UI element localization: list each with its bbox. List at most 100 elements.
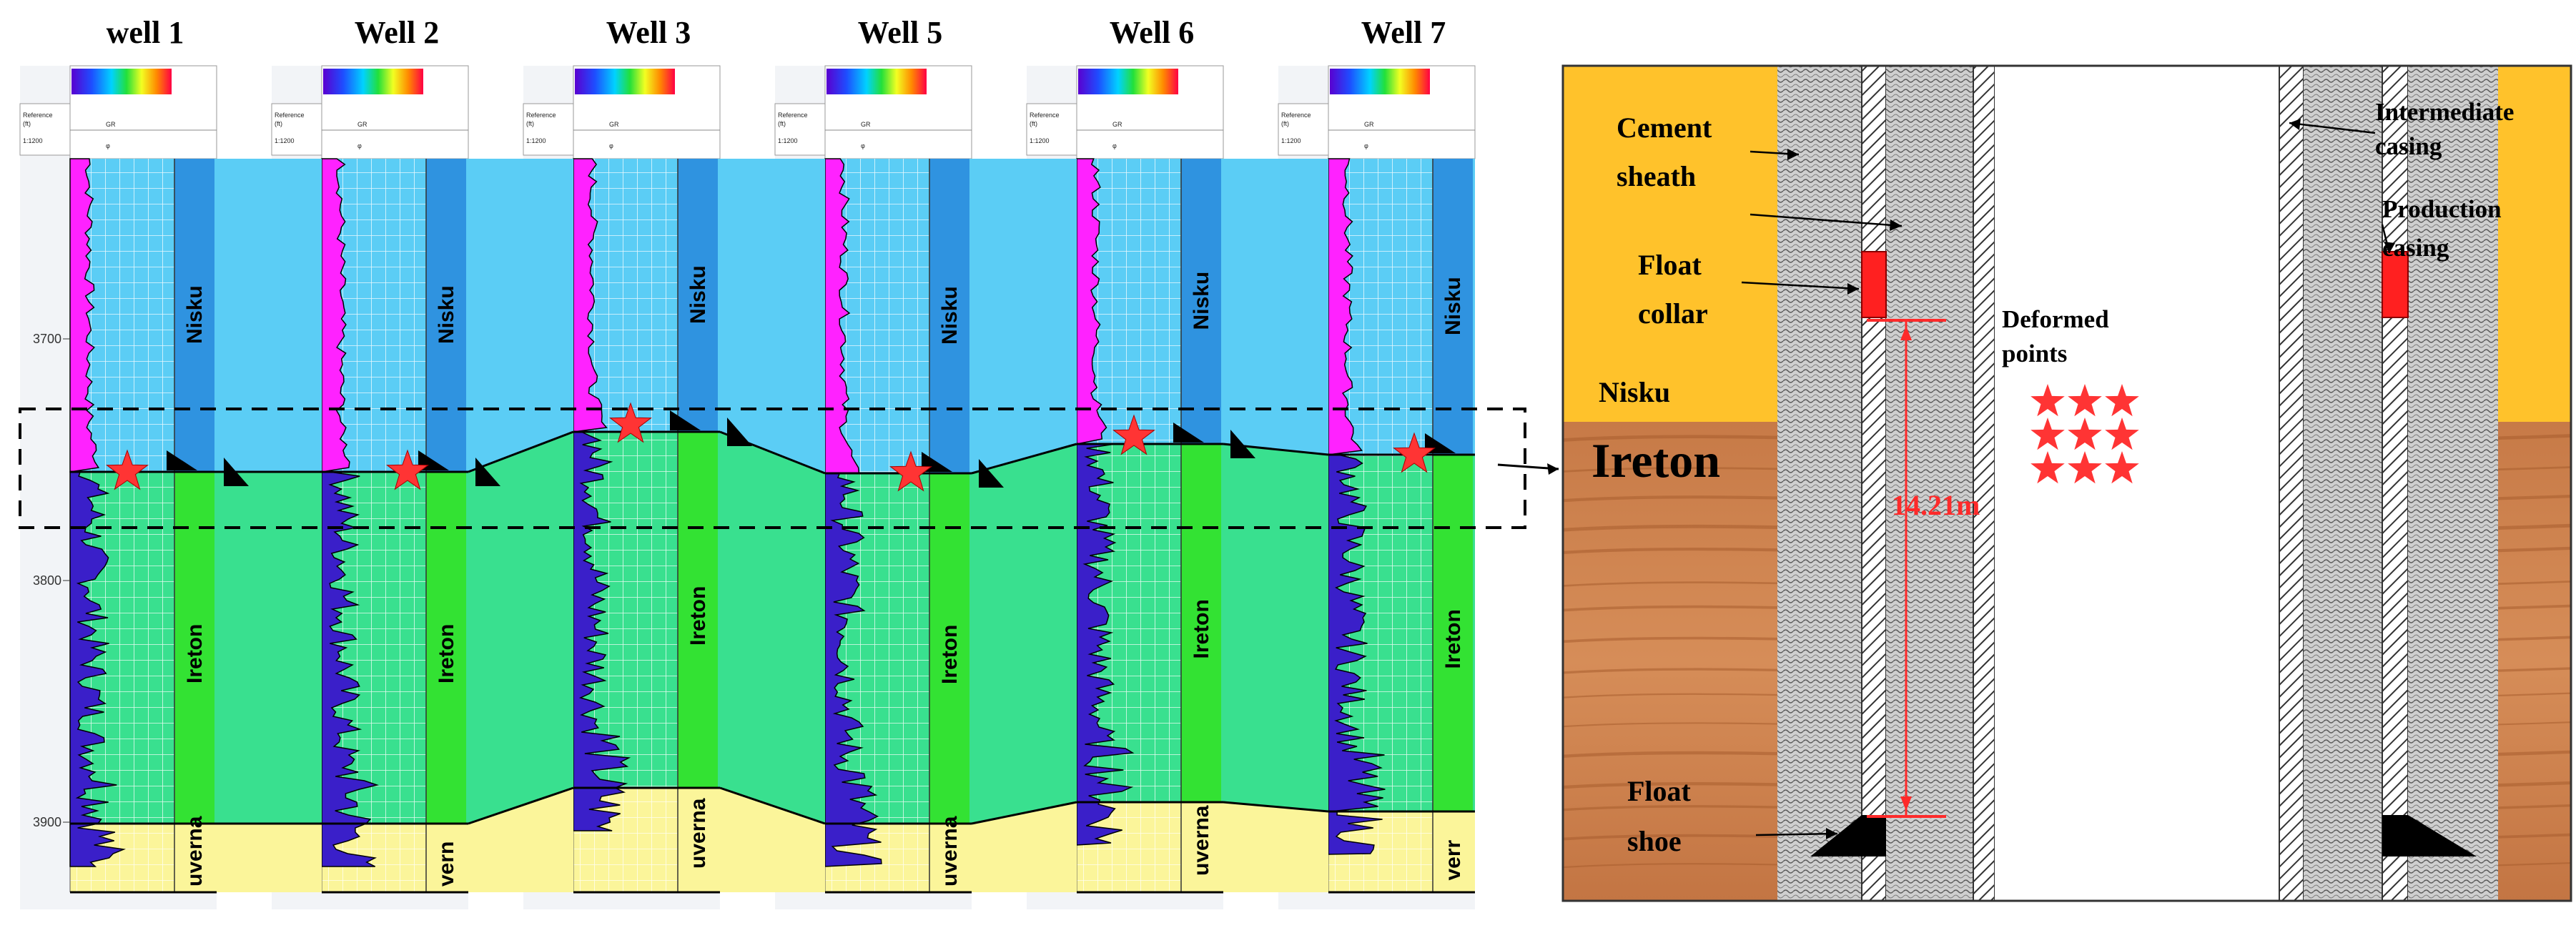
- header-curve-gr: GR: [1112, 121, 1122, 128]
- duvernay-track: [929, 824, 969, 892]
- deformed-point-star-icon: [2030, 418, 2065, 450]
- nisku-track: [1433, 159, 1473, 455]
- cement-inner-right: [2304, 66, 2382, 901]
- deformation-star-icon: [1393, 432, 1436, 473]
- connector-base-line: [719, 786, 826, 825]
- formation-label-nisku: Nisku: [1441, 277, 1465, 335]
- header-ref-unit: (ft): [1030, 120, 1037, 127]
- prod-casing-left: [1973, 65, 1995, 902]
- fault-symbol-icon: [475, 458, 500, 486]
- header-curve-phi: φ: [609, 142, 613, 149]
- fault-tick-icon: [1173, 423, 1204, 443]
- color-scale-bar: [575, 69, 675, 94]
- duvernay-track: [678, 788, 718, 892]
- header-curve-phi: φ: [1364, 142, 1368, 149]
- deformation-star-icon: [889, 450, 932, 492]
- phi-curve-ireton: [1328, 454, 1386, 855]
- connector-duvernay: [720, 788, 825, 892]
- interm-casing-right: [2382, 65, 2409, 902]
- formation-label-ireton: Ireton: [1441, 609, 1465, 668]
- formation-label-duvernay: uverna: [1190, 805, 1213, 876]
- formation-label-ireton: Ireton: [183, 624, 207, 683]
- header-scale: 1:1200: [1281, 137, 1301, 144]
- ireton-track: [929, 473, 969, 824]
- connector-ireton: [217, 472, 322, 824]
- header-ref-label: Reference: [1030, 112, 1060, 119]
- prod-casing-right: [2279, 65, 2304, 902]
- deformed-point-star-icon: [2068, 418, 2102, 450]
- header-ref: [1278, 103, 1329, 156]
- float-collar-right: [2382, 251, 2409, 318]
- color-scale-bar: [323, 69, 423, 94]
- phi-curve-ireton: [824, 473, 882, 867]
- connector-nisku: [468, 159, 573, 472]
- color-scale-bar: [1330, 69, 1430, 94]
- wellbore: [1995, 66, 2279, 901]
- duvernay-track: [1433, 811, 1473, 892]
- gr-curve-nisku: [321, 158, 350, 473]
- header-scale: 1:1200: [526, 137, 546, 144]
- formation-label-nisku: Nisku: [183, 285, 207, 344]
- formation-label-nisku: Nisku: [686, 265, 710, 324]
- connector-duvernay: [972, 802, 1077, 892]
- header-ref-label: Reference: [275, 112, 305, 119]
- formation-label-duvernay: uverna: [686, 798, 710, 869]
- phi-curve-ireton: [573, 431, 631, 831]
- connector-ireton: [972, 444, 1077, 824]
- depth-tick-label: 3900: [33, 815, 61, 829]
- inter-well-correlation: [217, 159, 1329, 892]
- formation-label-nisku: Nisku: [435, 285, 458, 344]
- deformation-star-icon: [1112, 414, 1155, 455]
- deformation-star-icon: [106, 449, 149, 490]
- ireton-track: [174, 472, 214, 824]
- header-ref: [774, 103, 826, 156]
- well-title: Well 5: [858, 15, 943, 50]
- formation-label-duvernay: vern: [435, 841, 458, 887]
- duvernay-track: [1181, 802, 1221, 892]
- fault-tick-icon: [167, 450, 197, 470]
- phi-curve-ireton: [1076, 443, 1135, 846]
- header-curve-gr: GR: [861, 121, 871, 128]
- header-curve-gr: GR: [357, 121, 367, 128]
- cement-inner-left: [1886, 66, 1973, 901]
- header-ref-unit: (ft): [23, 120, 31, 127]
- connector-ireton: [1223, 444, 1328, 811]
- formation-label-ireton: Ireton: [686, 586, 710, 646]
- ireton-track: [1433, 455, 1473, 811]
- deformed-point-star-icon: [2030, 451, 2065, 484]
- fault-symbol-icon: [727, 418, 752, 446]
- label-nisku: Nisku: [1599, 376, 1670, 408]
- nisku-track: [929, 159, 969, 473]
- formation-label-duvernay: uverna: [938, 816, 962, 887]
- formation-label-nisku: Nisku: [1190, 272, 1213, 330]
- length-label: 14.21m: [1892, 489, 1980, 521]
- deformed-points-stars: [2030, 384, 2139, 484]
- nisku-track: [678, 159, 718, 432]
- focus-window: [19, 408, 1526, 529]
- formation-label-ireton: Ireton: [938, 625, 962, 684]
- formation-label-duvernay: uverna: [183, 816, 207, 887]
- formation-label-nisku: Nisku: [938, 286, 962, 345]
- header-curve-phi: φ: [357, 142, 362, 149]
- color-scale-bar: [826, 69, 927, 94]
- header-curve-phi: φ: [106, 142, 110, 149]
- header-curve-gr: GR: [609, 121, 619, 128]
- header-scale: 1:1200: [275, 137, 295, 144]
- depth-tick-label: 3800: [33, 573, 61, 588]
- well-panel: Reference(ft)1:1200GRφ370038003900NiskuI…: [19, 65, 217, 909]
- fault-tick-icon: [670, 410, 701, 430]
- header-ref-label: Reference: [778, 112, 808, 119]
- color-scale-bar: [71, 69, 172, 94]
- well-title: well 1: [107, 15, 184, 50]
- header-ref: [19, 103, 71, 156]
- label-ireton: Ireton: [1592, 433, 1720, 488]
- connector-nisku: [720, 159, 825, 473]
- phi-curve-ireton: [321, 471, 379, 867]
- header-ref-unit: (ft): [1281, 120, 1289, 127]
- connector-nisku: [217, 159, 322, 472]
